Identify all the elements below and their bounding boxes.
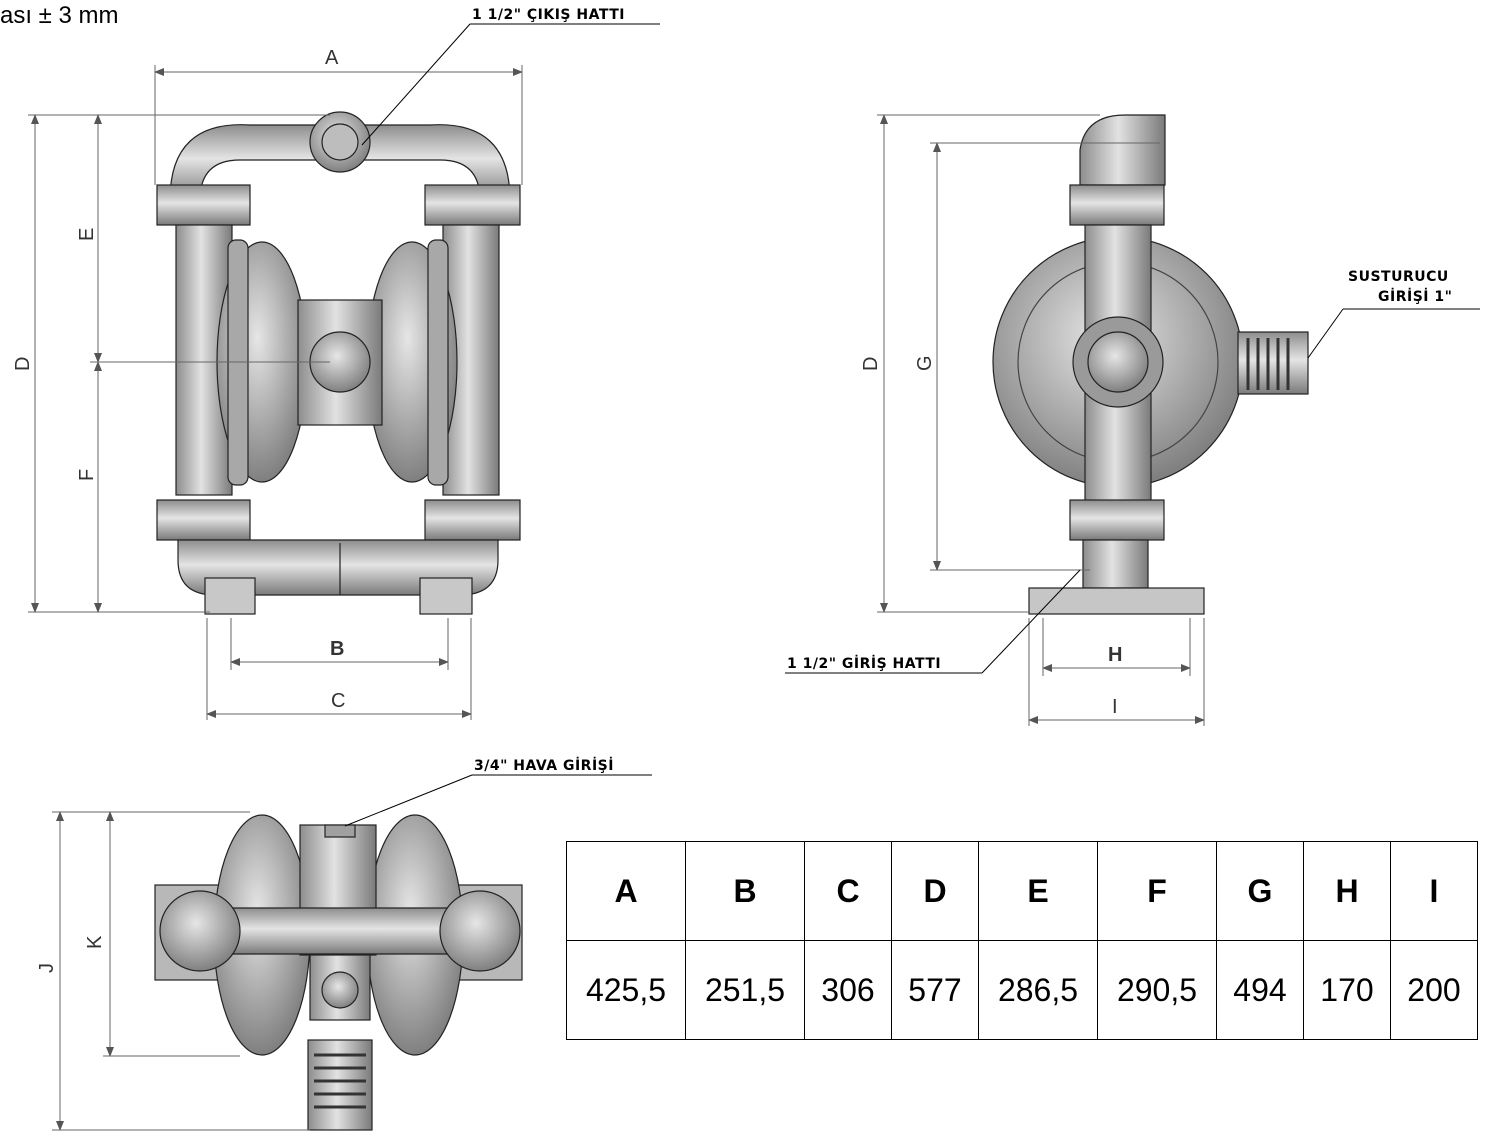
header-cell-c: C (804, 841, 892, 941)
dim-label-g: G (914, 355, 936, 371)
top-dimensions (52, 811, 310, 1131)
value-cell-c: 306 (804, 940, 892, 1040)
header-cell-b: B (685, 841, 805, 941)
dim-label-d-front: D (12, 357, 34, 371)
value-cell-d: 577 (891, 940, 979, 1040)
dim-label-j: J (36, 963, 58, 973)
header-cell-g: G (1216, 841, 1304, 941)
air-inlet-callout (344, 774, 652, 827)
dim-label-b: B (330, 638, 344, 660)
muffler-callout (1307, 308, 1480, 359)
inlet-callout-label: 1 1/2" GİRİŞ HATTI (787, 655, 941, 672)
value-cell-a: 425,5 (566, 940, 686, 1040)
dim-label-f: F (76, 469, 98, 481)
front-view (156, 111, 521, 615)
dim-label-d-side: D (860, 357, 882, 371)
top-view (154, 814, 523, 1131)
value-cell-b: 251,5 (685, 940, 805, 1040)
dim-label-e: E (76, 228, 98, 241)
header-cell-h: H (1303, 841, 1391, 941)
header-cell-i: I (1390, 841, 1478, 941)
dim-label-k: K (84, 935, 106, 949)
dim-label-c: C (331, 690, 345, 712)
front-dimensions (28, 65, 523, 720)
dimension-table: A B C D E F G H I 425,5 251,5 306 577 28… (566, 841, 1478, 1040)
value-cell-e: 286,5 (978, 940, 1098, 1040)
tolerance-note: ası ± 3 mm (0, 2, 119, 29)
value-cell-i: 200 (1390, 940, 1478, 1040)
outlet-callout (361, 23, 660, 146)
air-inlet-callout-label: 3/4" HAVA GİRİŞİ (474, 757, 614, 774)
side-view (992, 114, 1309, 615)
dim-label-h: H (1108, 644, 1122, 666)
header-cell-d: D (891, 841, 979, 941)
muffler-callout-label-1: SUSTURUCU (1348, 269, 1449, 285)
value-cell-h: 170 (1303, 940, 1391, 1040)
header-cell-e: E (978, 841, 1098, 941)
dim-label-i: I (1112, 696, 1118, 718)
dimension-table-value-row: 425,5 251,5 306 577 286,5 290,5 494 170 … (566, 940, 1478, 1040)
outlet-callout-label: 1 1/2" ÇIKIŞ HATTI (472, 7, 625, 23)
dim-label-a: A (325, 47, 339, 69)
inlet-callout (785, 569, 1081, 674)
header-cell-a: A (566, 841, 686, 941)
value-cell-f: 290,5 (1097, 940, 1217, 1040)
side-dimensions (877, 114, 1205, 726)
value-cell-g: 494 (1216, 940, 1304, 1040)
muffler-callout-label-2: GİRİŞİ 1" (1378, 288, 1452, 305)
header-cell-f: F (1097, 841, 1217, 941)
dimension-table-header-row: A B C D E F G H I (566, 841, 1478, 941)
